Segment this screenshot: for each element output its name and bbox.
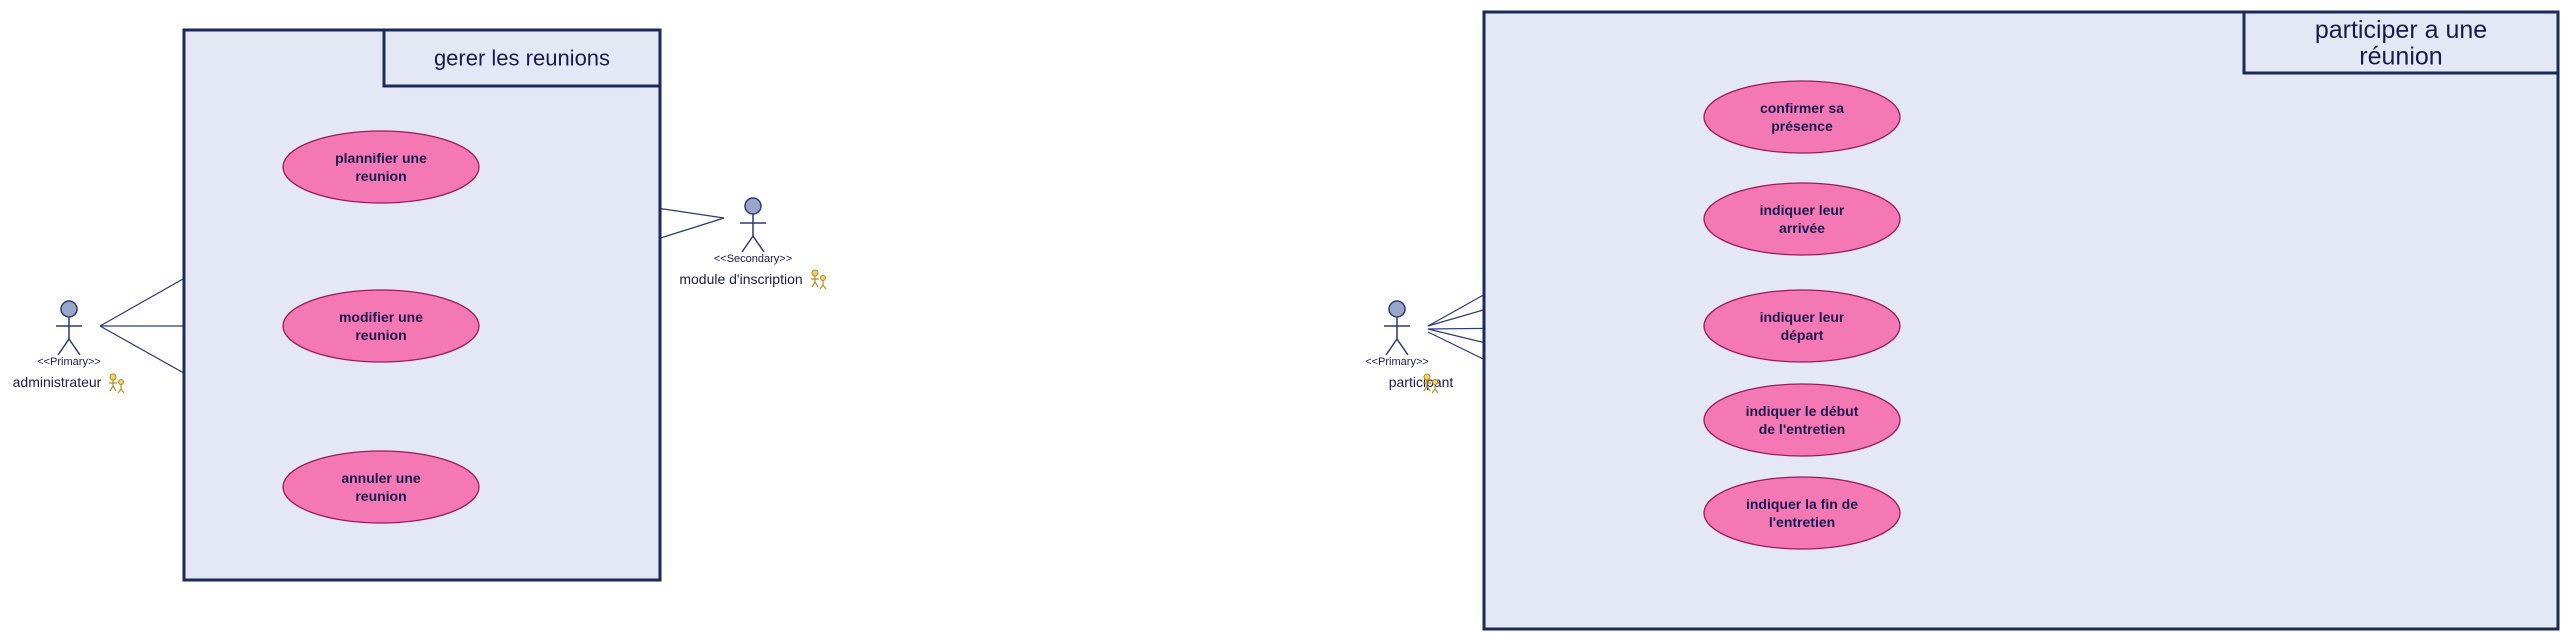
use-case-label: indiquer leur xyxy=(1760,202,1845,218)
boundary-rect xyxy=(1482,10,2560,631)
actor-name: administrateur xyxy=(13,374,102,390)
use-case-ellipse[interactable] xyxy=(1703,476,1901,550)
use-case[interactable]: modifier une reunion xyxy=(282,289,480,363)
use-case-label: indiquer le début xyxy=(1746,403,1859,419)
use-case-label: plannifier une xyxy=(335,150,427,166)
actor-figure[interactable] xyxy=(740,197,766,253)
use-case-label: arrivée xyxy=(1779,220,1825,236)
actor[interactable]: <<Primary>> participant xyxy=(1365,300,1454,394)
use-case-ellipse[interactable] xyxy=(282,130,480,204)
use-case-ellipse[interactable] xyxy=(1703,80,1901,154)
system-title: réunion xyxy=(2359,42,2442,70)
system-title: gerer les reunions xyxy=(434,46,610,71)
actor[interactable]: <<Primary>> administrateur xyxy=(13,300,125,394)
use-case[interactable]: confirmer sa présence xyxy=(1703,80,1901,154)
use-case[interactable]: plannifier une reunion xyxy=(282,130,480,204)
use-case-label: départ xyxy=(1781,327,1824,343)
actor[interactable]: <<Secondary>> module d'inscription xyxy=(679,197,827,290)
use-case-label: annuler une xyxy=(341,470,421,486)
use-case-ellipse[interactable] xyxy=(282,450,480,524)
use-case-label: reunion xyxy=(355,488,406,504)
actor-role-icon xyxy=(1423,373,1439,394)
use-case-label: reunion xyxy=(355,327,406,343)
use-case-ellipse[interactable] xyxy=(1703,289,1901,363)
use-case-label: indiquer la fin de xyxy=(1746,496,1858,512)
use-case[interactable]: indiquer leur arrivée xyxy=(1703,182,1901,256)
actor-stereotype: <<Secondary>> xyxy=(714,253,792,265)
use-case-ellipse[interactable] xyxy=(1703,383,1901,457)
actors: <<Primary>> administrateur <<Secondary>> mo… xyxy=(13,197,1454,394)
actor-role-icon xyxy=(811,269,827,290)
use-case[interactable]: indiquer la fin de l'entretien xyxy=(1703,476,1901,550)
actor-role-icon xyxy=(109,373,125,394)
use-case[interactable]: indiquer leur départ xyxy=(1703,289,1901,363)
use-case[interactable]: annuler une reunion xyxy=(282,450,480,524)
use-case-label: présence xyxy=(1771,118,1833,134)
use-case-label: modifier une xyxy=(339,309,423,325)
use-case-label: de l'entretien xyxy=(1759,421,1846,437)
use-case-label: indiquer leur xyxy=(1760,309,1845,325)
actor-figure[interactable] xyxy=(1384,300,1410,356)
actor-stereotype: <<Primary>> xyxy=(37,356,101,368)
use-case-label: reunion xyxy=(355,168,406,184)
actor-figure[interactable] xyxy=(56,300,82,356)
use-case-label: l'entretien xyxy=(1769,514,1835,530)
use-case[interactable]: indiquer le début de l'entretien xyxy=(1703,383,1901,457)
boundary-title-box xyxy=(382,28,662,88)
use-case-ellipse[interactable] xyxy=(1703,182,1901,256)
actor-name: participant xyxy=(1389,374,1454,390)
use-case-ellipse[interactable] xyxy=(282,289,480,363)
actor-name: module d'inscription xyxy=(679,271,802,287)
use-case-label: confirmer sa xyxy=(1760,100,1844,116)
system-title: participer a une xyxy=(2315,16,2487,44)
actor-stereotype: <<Primary>> xyxy=(1365,356,1429,368)
boundary-title-box xyxy=(2242,10,2560,75)
